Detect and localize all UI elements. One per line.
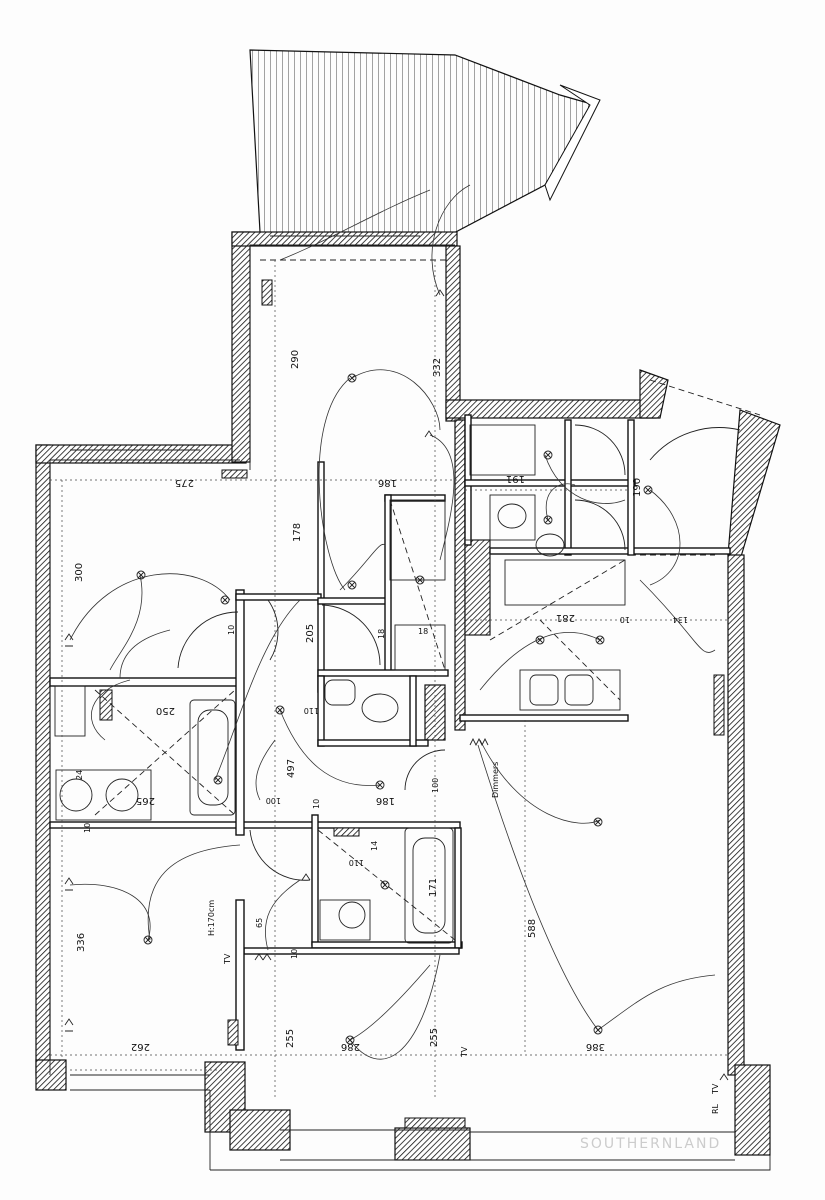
outline	[49, 235, 771, 1171]
dimmers-label: Dimmers	[491, 762, 500, 798]
outlet-symbols	[64, 289, 729, 1081]
dim-65: 65	[255, 918, 264, 928]
dim-250: 250	[156, 705, 175, 716]
dim-10-d: 10	[312, 799, 321, 809]
dimension-labels: 275 290 332 186 191 190 300 178 205 10 1…	[74, 350, 720, 1114]
dim-110-b: 110	[349, 858, 364, 867]
dim-191: 191	[506, 473, 525, 484]
dim-18-a: 18	[377, 629, 386, 639]
dimension-lines	[50, 260, 730, 1100]
dim-18-b: 18	[418, 627, 428, 636]
dim-332: 332	[432, 358, 443, 377]
outer-walls	[35, 231, 781, 1161]
fixtures	[54, 424, 626, 944]
dim-14: 14	[370, 841, 379, 851]
dim-290: 290	[290, 350, 301, 369]
tv-outlet-center: TV	[460, 1046, 469, 1058]
interior-walls	[49, 414, 731, 1051]
watermark: SOUTHERNLAND	[580, 1136, 721, 1152]
rl-outlet: RL	[711, 1103, 720, 1114]
dashed-lines	[94, 259, 761, 941]
tv-outlet-left: TV	[223, 953, 232, 965]
dim-255-right: 255	[429, 1028, 440, 1047]
dim-10-e: 10	[290, 949, 299, 959]
dim-190: 190	[632, 478, 643, 497]
tv-outlet-right: TV	[711, 1083, 720, 1095]
dim-10-c: 10	[83, 823, 92, 833]
dim-262: 262	[131, 1041, 150, 1052]
dim-186-top: 186	[378, 477, 397, 488]
light-fixtures	[136, 373, 653, 1045]
dim-171: 171	[428, 878, 439, 897]
dim-10-b: 10	[620, 615, 630, 624]
dim-300: 300	[74, 563, 85, 582]
balcony	[249, 49, 601, 236]
dim-134: 134	[673, 615, 688, 624]
dim-336: 336	[76, 933, 87, 952]
dim-178: 178	[292, 523, 303, 542]
dim-100-a: 100	[266, 796, 281, 805]
dim-281: 281	[556, 612, 575, 623]
dim-24: 24	[75, 770, 84, 780]
dim-588: 588	[527, 919, 538, 938]
dim-205: 205	[305, 624, 316, 643]
dim-265: 265	[136, 795, 155, 806]
dim-286: 286	[341, 1041, 360, 1052]
dim-100-b: 100	[431, 778, 440, 793]
dim-275: 275	[175, 477, 194, 488]
dim-386: 386	[586, 1041, 605, 1052]
dim-10-a: 10	[227, 625, 236, 635]
height-note: H:170cm	[207, 900, 216, 936]
dim-186-mid: 186	[376, 795, 395, 806]
dim-497: 497	[286, 759, 297, 778]
dim-110: 110	[304, 706, 319, 715]
wiring	[69, 184, 716, 1060]
dim-255-left: 255	[285, 1029, 296, 1048]
